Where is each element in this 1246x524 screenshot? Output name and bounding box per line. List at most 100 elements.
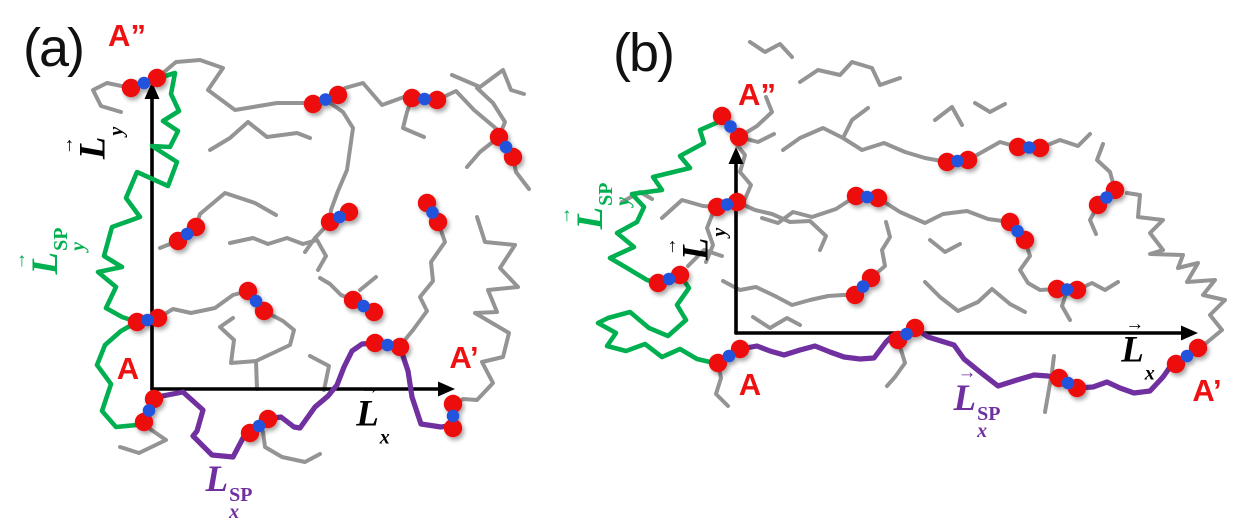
vector-arrow-icon: →	[209, 443, 229, 464]
vector-base: L	[675, 237, 717, 261]
crosslink-cluster	[489, 127, 523, 167]
endpoint-label: A	[116, 351, 140, 386]
crosslink-cluster	[240, 409, 278, 443]
vector-base: L	[1121, 329, 1144, 371]
polymer-chain	[261, 430, 322, 464]
vector-superscript: SP	[229, 484, 253, 506]
linker-bead-blue	[180, 227, 194, 241]
shortest-path-x-purple	[154, 340, 455, 460]
crosslink-cluster	[937, 150, 978, 172]
crosslink-bead-red	[238, 281, 258, 301]
polymer-chain	[748, 40, 794, 59]
vector-arrow-icon: →	[9, 251, 30, 271]
crosslink-cluster	[134, 389, 164, 432]
polymer-chain	[737, 95, 774, 139]
endpoint-label: A’	[1192, 373, 1222, 408]
x-axis-arrowhead	[1181, 325, 1198, 341]
endpoint-label: A’	[449, 340, 479, 375]
polymer-chain	[402, 220, 447, 343]
linker-bead-blue	[381, 338, 394, 352]
crosslink-cluster	[402, 88, 447, 110]
linker-bead-blue	[860, 190, 874, 204]
vector-letter: →L	[554, 206, 611, 229]
polymer-chain	[155, 58, 315, 112]
crosslink-bead-red	[390, 337, 410, 357]
linker-bead-blue	[1022, 141, 1036, 154]
linker-bead-blue	[1061, 376, 1075, 390]
polymer-chain	[1060, 289, 1072, 322]
vector-scripts: x	[1144, 362, 1155, 385]
vector-base: L	[205, 459, 229, 500]
polymer-chain	[876, 196, 1012, 225]
crosslink-cluster	[417, 193, 448, 232]
crosslink-bead-red	[1166, 354, 1186, 374]
vector-subscript: y	[67, 241, 89, 251]
linker-bead-blue	[724, 120, 737, 133]
vector-subscript: x	[1144, 362, 1155, 385]
linker-bead-blue	[137, 76, 151, 90]
x-axis-arrowhead	[438, 381, 455, 397]
crosslink-bead-red	[868, 188, 888, 208]
vector-letter: →L	[953, 363, 977, 419]
shortest-path-y-green	[94, 70, 182, 430]
vector-scripts: x	[380, 428, 390, 448]
crosslink-bead-red	[365, 333, 385, 353]
linker-bead-blue	[499, 140, 513, 154]
linker-bead-blue	[1180, 349, 1194, 363]
polymer-chain	[781, 126, 949, 164]
crosslink-cluster	[845, 268, 881, 305]
axes-b	[728, 147, 1198, 341]
linker-bead-blue	[722, 349, 736, 363]
crosslink-bead-red	[846, 186, 866, 206]
crosslink-bead-red	[730, 339, 750, 359]
polymer-chain	[923, 280, 1027, 314]
linker-bead-blue	[1100, 191, 1113, 204]
crosslink-bead-red	[670, 265, 690, 285]
vector-letter: →L	[1121, 315, 1144, 371]
polymer-chain	[194, 191, 278, 229]
crosslink-cluster	[320, 202, 359, 232]
linker-bead-blue	[333, 210, 346, 224]
polymer-chain	[933, 105, 964, 127]
polymer-chain	[1038, 132, 1092, 150]
polymer-chain	[358, 275, 378, 292]
polymer-chain	[435, 89, 501, 133]
panel-label-a: (a)	[23, 18, 85, 78]
vector-scripts: y	[708, 227, 731, 237]
vector-arrow-icon: →	[1125, 313, 1145, 335]
vector-subscript: y	[612, 196, 634, 206]
crosslink-bead-red	[648, 273, 668, 293]
vector-subscript: y	[105, 126, 128, 136]
crosslink-bead-red	[254, 301, 274, 321]
polymer-chain	[91, 81, 133, 114]
crosslink-bead-red	[147, 68, 167, 88]
polymer-chain	[735, 200, 828, 252]
crosslink-bead-red	[958, 150, 978, 170]
vector-arrow-icon: →	[957, 362, 977, 383]
crosslink-bead-red	[1047, 279, 1067, 299]
crosslink-bead-red	[1188, 338, 1208, 358]
vector-base: L	[953, 378, 977, 419]
vector-letter: →L	[205, 444, 229, 500]
vector-subscript: y	[708, 227, 731, 237]
crosslink-bead-red	[443, 394, 463, 414]
linker-bead-blue	[1060, 283, 1074, 296]
linker-bead-blue	[446, 409, 460, 423]
vector-subscript: x	[229, 501, 240, 523]
crosslink-cluster	[1049, 368, 1087, 398]
linker-bead-blue	[900, 327, 913, 341]
crosslink-bead-red	[937, 152, 957, 172]
vector-letter: →L	[356, 379, 379, 433]
crosslink-bead-red	[1067, 280, 1087, 300]
y-axis-arrowhead	[144, 82, 160, 99]
crosslink-bead-red	[328, 85, 348, 105]
linker-bead-blue	[856, 280, 870, 293]
crosslink-bead-red	[443, 418, 463, 438]
crosslink-cluster	[888, 318, 925, 350]
vector-arrow-icon: →	[56, 136, 78, 156]
